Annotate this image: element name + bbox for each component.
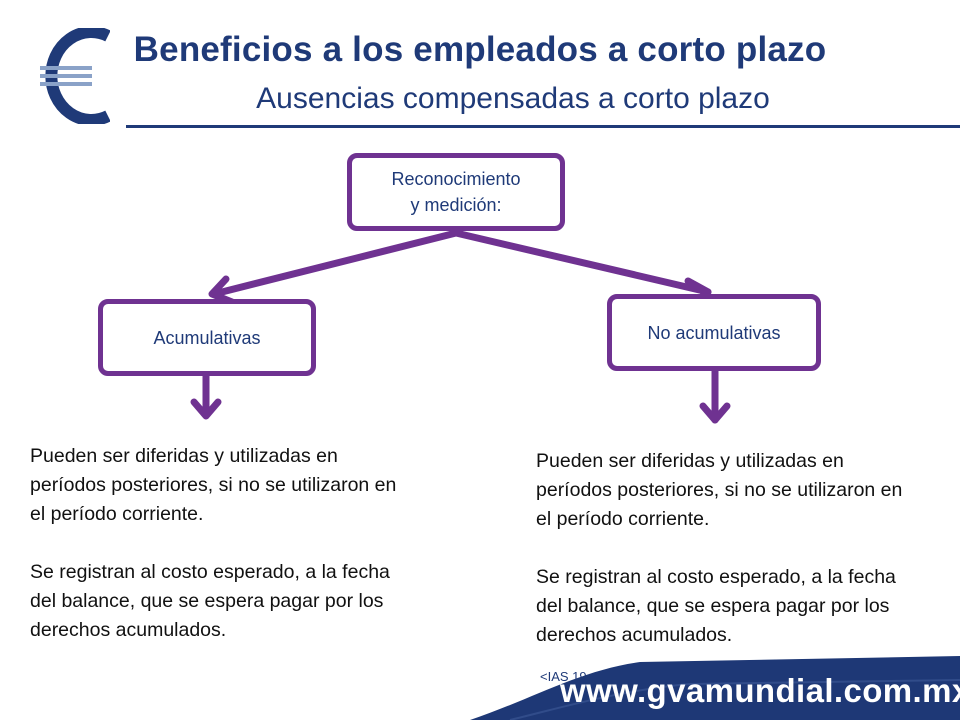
- node-no-acumulativas-label: No acumulativas: [647, 322, 781, 343]
- root-node: Reconocimiento y medición:: [347, 153, 565, 231]
- arrowhead-right-down: [699, 402, 731, 424]
- acumulativas-paragraph-1: Pueden ser diferidas y utilizadas en per…: [30, 445, 397, 525]
- arrowhead-left-down: [190, 398, 222, 420]
- acumulativas-description: Pueden ser diferidas y utilizadas en per…: [30, 442, 400, 645]
- node-acumulativas: Acumulativas: [98, 299, 316, 376]
- slide-title: Beneficios a los empleados a corto plazo: [133, 30, 827, 69]
- no-acumulativas-description: Pueden ser diferidas y utilizadas en per…: [536, 447, 916, 650]
- title-divider: [126, 125, 960, 128]
- connector-root-to-left: [210, 229, 460, 298]
- connector-root-to-right: [452, 229, 712, 296]
- root-node-label: Reconocimiento y medición:: [391, 169, 521, 215]
- gvamundial-logo-icon: [40, 28, 110, 124]
- website-url: www.gvamundial.com.mx: [560, 672, 960, 709]
- slide-subtitle: Ausencias compensadas a corto plazo: [256, 82, 770, 115]
- no-acumulativas-paragraph-2: Se registran al costo esperado, a la fec…: [536, 566, 896, 646]
- node-no-acumulativas: No acumulativas: [607, 294, 821, 371]
- node-acumulativas-label: Acumulativas: [153, 327, 261, 348]
- no-acumulativas-paragraph-1: Pueden ser diferidas y utilizadas en per…: [536, 450, 903, 530]
- acumulativas-paragraph-2: Se registran al costo esperado, a la fec…: [30, 561, 390, 641]
- footer-banner: [470, 656, 960, 720]
